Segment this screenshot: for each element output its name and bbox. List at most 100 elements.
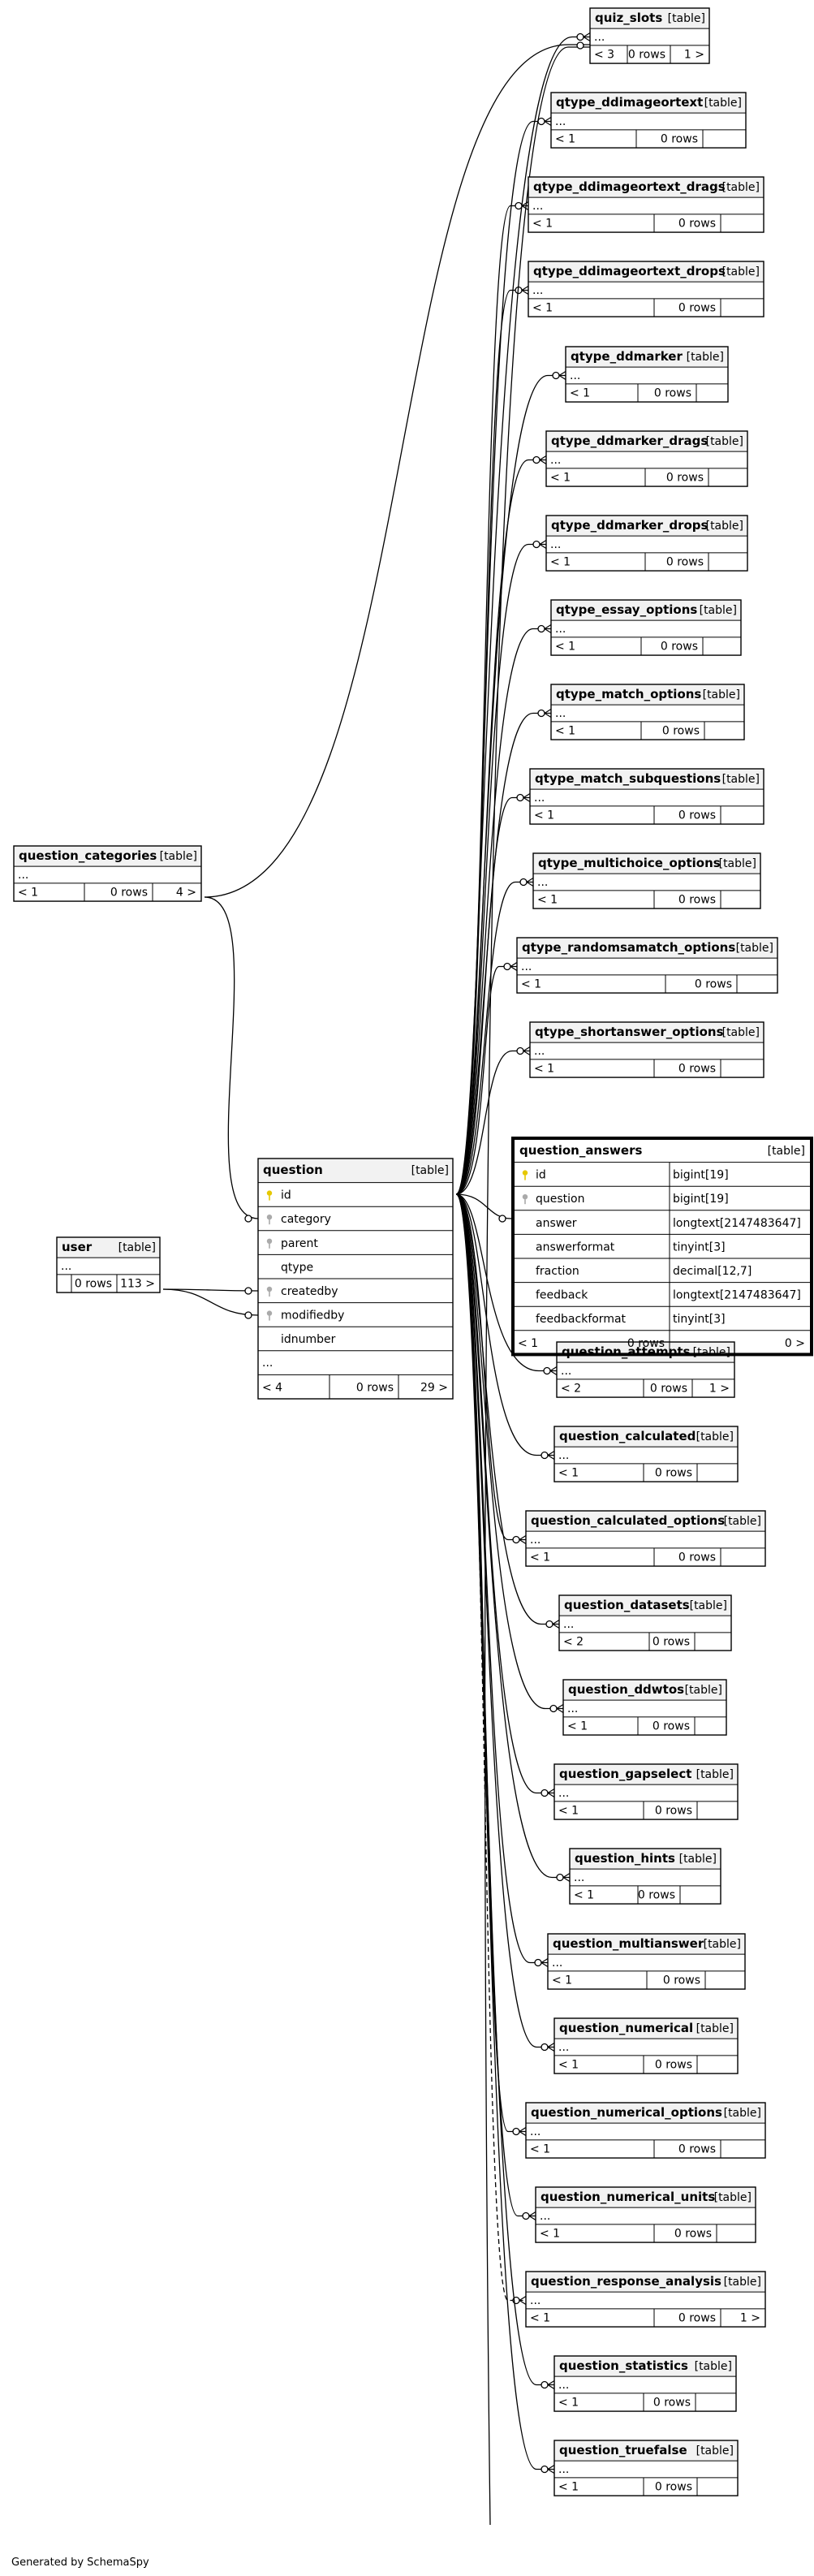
table-title: qtype_match_options: [556, 687, 701, 701]
column-category: category: [281, 1213, 331, 1226]
row-count: 0 rows: [678, 894, 716, 907]
table-title: question_calculated: [559, 1429, 696, 1443]
columns-ellipsis: ...: [532, 284, 543, 297]
table-title: quiz_slots: [595, 11, 662, 25]
table-qtype-randomsamatch-options[interactable]: qtype_randomsamatch_options[table]...< 1…: [516, 937, 778, 994]
crow-foot-icon: [544, 624, 552, 634]
zero-many-icon: [549, 1704, 558, 1713]
edge-question-to-question-attempts: [455, 1193, 557, 1372]
zero-many-icon: [516, 793, 524, 802]
columns-ellipsis: ...: [563, 1618, 574, 1631]
edge-question-to-question-gapselect: [455, 1193, 554, 1794]
row-count: 0 rows: [678, 2312, 716, 2325]
edge-question-to-question-truefalse: [455, 1193, 554, 2470]
parents-count: < 1: [570, 387, 590, 400]
children-count: 4 >: [176, 887, 196, 900]
column-answer: answer: [536, 1217, 577, 1230]
column-type: longtext[2147483647]: [673, 1289, 801, 1302]
edge-question-to-qtype-ddimageortext-drags: [455, 205, 528, 1195]
crow-foot-icon: [549, 1366, 558, 1376]
table-tag: [table]: [679, 1853, 717, 1866]
crow-foot-icon: [547, 2043, 555, 2052]
columns-ellipsis: ...: [534, 1045, 545, 1058]
zero-many-icon: [503, 962, 511, 971]
table-tag: [table]: [724, 1515, 761, 1528]
row-count: 0 rows: [650, 1383, 687, 1396]
parents-count: < 1: [530, 2312, 550, 2325]
columns-ellipsis: ...: [555, 707, 566, 720]
row-count: 0 rows: [678, 218, 716, 231]
row-count: 0 rows: [674, 2228, 712, 2241]
table-title: question_calculated_options: [531, 1513, 725, 1528]
crow-foot-icon: [519, 2296, 527, 2306]
table-title: question_hints: [575, 1851, 675, 1866]
row-count: 0 rows: [678, 1063, 716, 1076]
table-title: question: [263, 1163, 323, 1177]
zero-many-icon: [543, 1366, 551, 1375]
edge-question-to-question-numerical: [455, 1193, 554, 2048]
parents-count: < 1: [534, 809, 554, 822]
table-title: question_numerical_units: [541, 2190, 715, 2204]
column-qtype: qtype: [281, 1261, 313, 1274]
edge-to-quiz-slots: [484, 46, 590, 2526]
columns-ellipsis: ...: [534, 792, 545, 805]
table-title: question_ddwtos: [568, 1682, 684, 1697]
edge-question-to-qtype-ddmarker-drags: [455, 459, 546, 1195]
parents-count: < 4: [262, 1381, 282, 1394]
zero-many-icon: [552, 371, 560, 380]
parents-count: < 2: [561, 1383, 581, 1396]
parents-count: < 1: [558, 2481, 579, 2494]
parents-count: < 1: [567, 1720, 588, 1733]
table-tag: [table]: [696, 2444, 734, 2457]
columns-ellipsis: ...: [561, 1365, 571, 1378]
table-question-calculated-options[interactable]: question_calculated_options[table]...< 1…: [525, 1510, 766, 1567]
relationship-lines: [162, 32, 591, 2526]
table-title: question_datasets: [564, 1598, 690, 1612]
primary-key-icon: [522, 1170, 528, 1176]
table-title: qtype_match_subquestions: [535, 771, 721, 786]
foreign-key-icon: [266, 1215, 273, 1220]
parents-count: < 1: [574, 1889, 594, 1902]
table-title: qtype_ddmarker: [571, 349, 683, 364]
row-count: 0 rows: [654, 387, 691, 400]
parents-count: < 1: [521, 978, 541, 991]
edge-question-to-question-hints: [455, 1193, 570, 1879]
table-tag: [table]: [706, 520, 743, 533]
columns-ellipsis: ...: [567, 1702, 578, 1715]
column-type: bigint[19]: [673, 1169, 729, 1182]
table-question[interactable]: question[table]idcategoryparentqtypecrea…: [257, 1158, 454, 1400]
row-count: 0 rows: [666, 472, 704, 485]
row-count: 0 rows: [663, 1974, 700, 1987]
edge-question-to-question-multianswer: [455, 1193, 548, 1964]
crow-foot-icon: [523, 793, 531, 803]
zero-many-icon: [244, 1311, 252, 1319]
